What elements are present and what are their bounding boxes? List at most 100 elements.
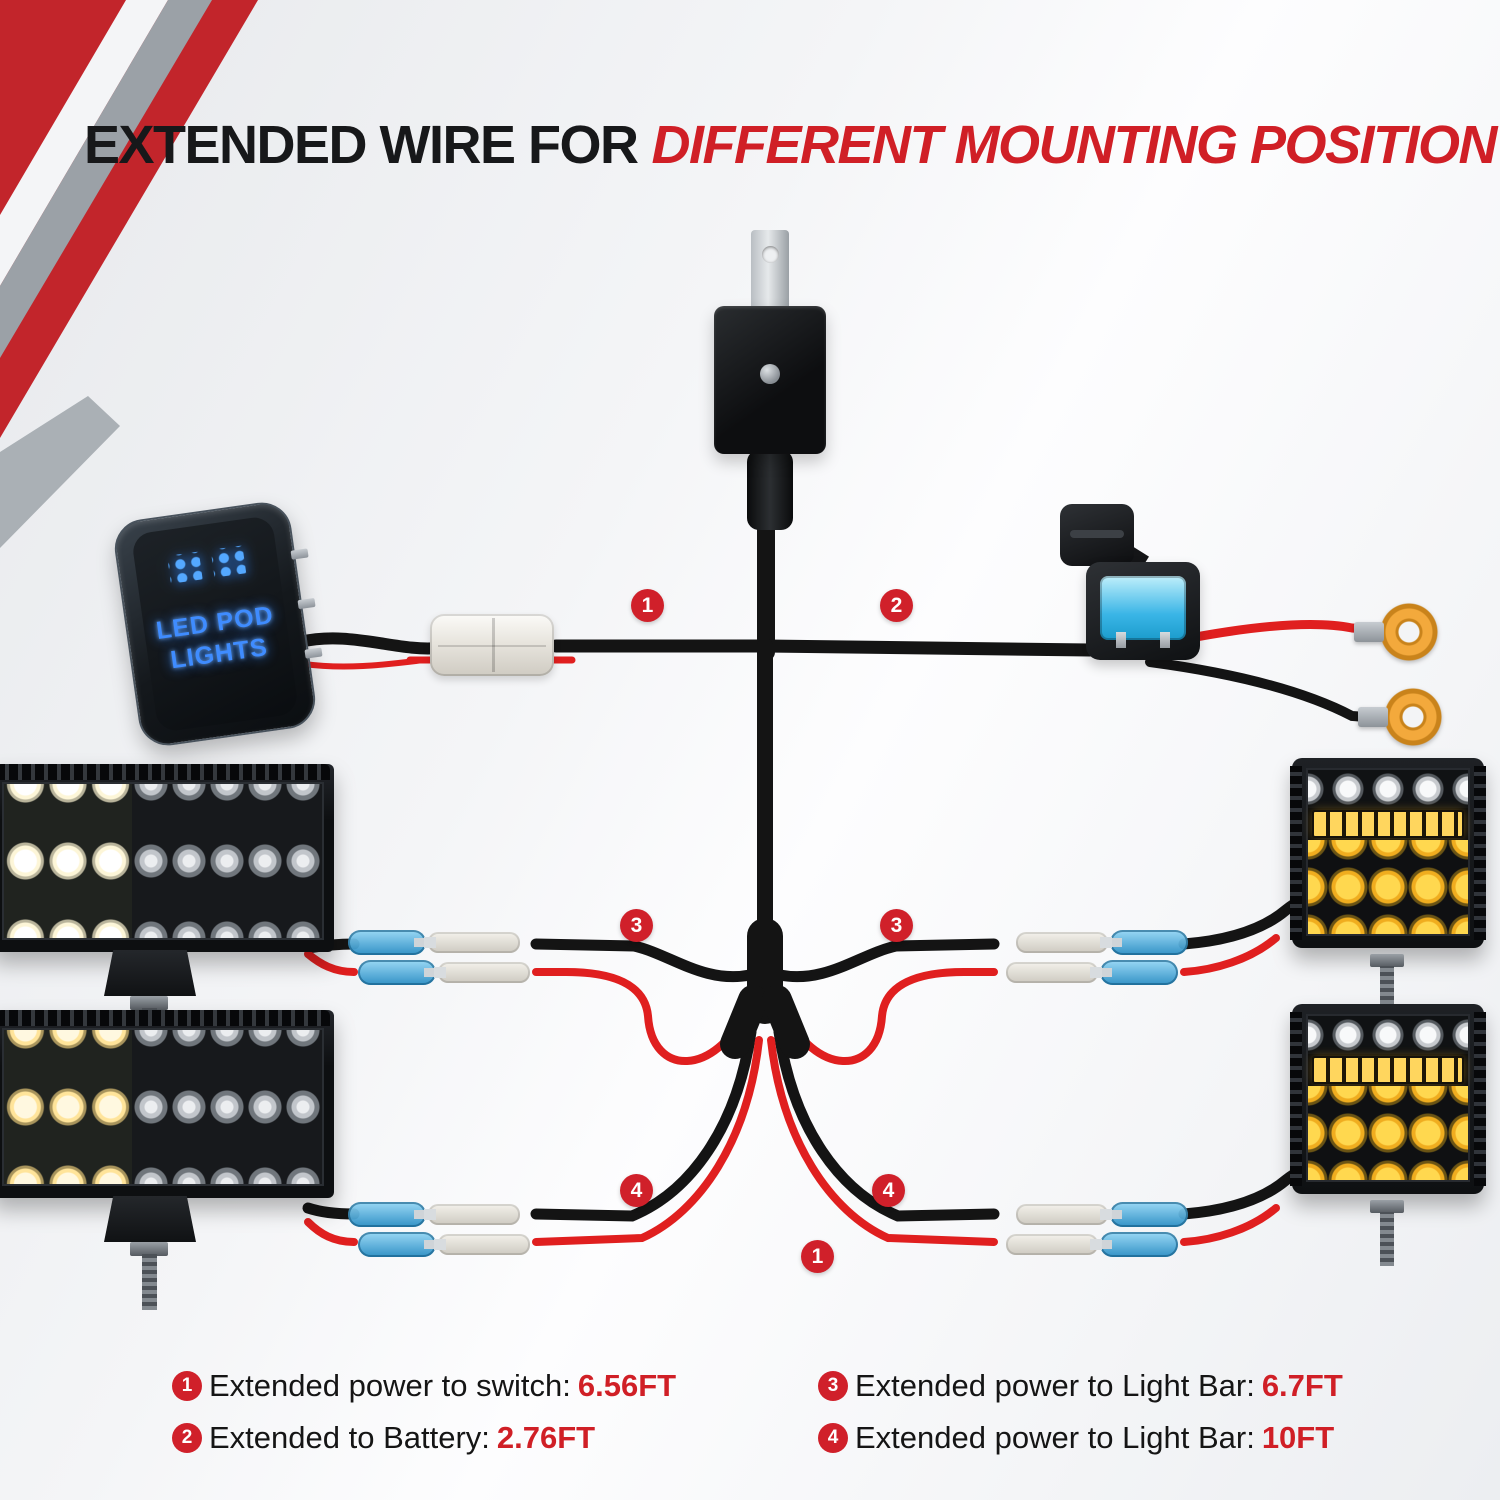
- bullet-connector-blue: [358, 960, 438, 985]
- marker-3-bar-right: 3: [880, 909, 913, 942]
- spade-terminal-white: [434, 1234, 530, 1255]
- pod-amber-strip: [1312, 810, 1464, 838]
- ring-terminal-negative: [1358, 688, 1442, 746]
- marker-4-bar2-right: 4: [872, 1174, 905, 1207]
- quick-connectors-pod2: [998, 1202, 1188, 1268]
- rocker-switch: LED POD LIGHTS: [111, 498, 323, 750]
- connector-body: [430, 614, 554, 676]
- led-dot-grid-icon: [167, 551, 203, 584]
- title-prefix: EXTENDED WIRE FOR: [84, 115, 639, 175]
- led-section-bright: [4, 1030, 132, 1184]
- pod-yellow-led-grid: [1308, 840, 1468, 934]
- led-light-bar-2: [0, 1010, 334, 1310]
- spade-terminal-white: [1016, 932, 1108, 953]
- legend-value-3: 6.7FT: [1261, 1368, 1343, 1403]
- spade-terminal-white: [424, 932, 520, 953]
- rocker-switch-face: LED POD LIGHTS: [130, 515, 300, 733]
- light-bar-leds: [2, 782, 324, 940]
- corner-gray-stripe: [0, 0, 212, 358]
- bullet-connector-blue: [1100, 960, 1178, 985]
- wire-connector-2pin: [430, 614, 554, 676]
- fuse-holder: [1060, 504, 1210, 669]
- legend: 1 Extended power to switch: 6.56FT 2 Ext…: [0, 1368, 1500, 1488]
- marker-1-power-to-switch: 1: [631, 589, 664, 622]
- spade-terminal-white: [424, 1204, 520, 1225]
- pod-white-led-row: [1308, 1016, 1468, 1054]
- light-bar-housing: [0, 1010, 334, 1198]
- relay-boot: [747, 450, 793, 530]
- fuse-cap: [1060, 504, 1134, 566]
- legend-badge-3: 3: [818, 1371, 848, 1401]
- heatsink-fins: [0, 764, 330, 780]
- legend-value-2: 2.76FT: [496, 1420, 596, 1455]
- relay-rivet: [760, 364, 780, 384]
- switch-label: LED POD LIGHTS: [154, 600, 280, 678]
- title-highlight: DIFFERENT MOUNTING POSITION: [651, 115, 1498, 175]
- pod-white-led-row: [1308, 770, 1468, 808]
- quick-connectors-bar1: [348, 930, 538, 996]
- heatsink-fins: [0, 1010, 330, 1026]
- relay: [712, 230, 828, 530]
- marker-1-main-power: 1: [801, 1240, 834, 1273]
- bullet-connector-blue: [358, 1232, 438, 1257]
- legend-label-4: Extended power to Light Bar:: [855, 1420, 1255, 1455]
- pod-leds: [1306, 768, 1470, 936]
- legend-label-3: Extended power to Light Bar:: [855, 1368, 1255, 1403]
- corner-decoration: [0, 0, 258, 548]
- led-pod-light-2: [1290, 1004, 1486, 1266]
- marker-4-bar2-left: 4: [620, 1174, 653, 1207]
- pod-leds: [1306, 1014, 1470, 1182]
- relay-blade-hole: [761, 246, 779, 263]
- harness-junction: [720, 918, 810, 1059]
- mounting-stud: [1380, 1212, 1394, 1266]
- bullet-connector-blue: [348, 1202, 428, 1227]
- corner-gray-band: [0, 396, 120, 548]
- black-wires: [294, 491, 1385, 1222]
- mounting-nut: [1370, 954, 1404, 967]
- legend-item-4: 4 Extended power to Light Bar: 10FT: [818, 1420, 1334, 1456]
- legend-value-1: 6.56FT: [577, 1368, 677, 1403]
- pod-housing: [1290, 1004, 1486, 1194]
- spade-terminal-white: [434, 962, 530, 983]
- legend-item-3: 3 Extended power to Light Bar: 6.7FT: [818, 1368, 1343, 1404]
- blade-fuse: [1100, 576, 1186, 648]
- legend-badge-4: 4: [818, 1423, 848, 1453]
- spade-terminal-white: [1016, 1204, 1108, 1225]
- pod-lights-icon: [167, 545, 247, 584]
- legend-label-1: Extended power to switch:: [209, 1368, 571, 1403]
- mounting-nut: [1370, 1200, 1404, 1213]
- red-wires: [301, 619, 1387, 1246]
- mounting-nut: [130, 996, 168, 1010]
- legend-badge-1: 1: [172, 1371, 202, 1401]
- marker-3-bar-left: 3: [620, 909, 653, 942]
- led-dot-grid-icon: [210, 545, 247, 578]
- light-bar-leds: [2, 1028, 324, 1186]
- mounting-bracket: [104, 950, 196, 996]
- legend-item-1: 1 Extended power to switch: 6.56FT: [172, 1368, 676, 1404]
- relay-body: [714, 306, 826, 454]
- pod-yellow-led-grid: [1308, 1086, 1468, 1180]
- mounting-stud: [142, 1254, 157, 1310]
- ring-terminal-positive: [1354, 603, 1438, 661]
- led-section-bright: [4, 784, 132, 938]
- fuse-holder-body: [1086, 562, 1200, 660]
- led-section-dim: [132, 784, 322, 938]
- bullet-connector-blue: [1110, 1202, 1188, 1227]
- pod-housing: [1290, 758, 1486, 948]
- legend-item-2: 2 Extended to Battery: 2.76FT: [172, 1420, 595, 1456]
- mounting-nut: [130, 1242, 168, 1256]
- led-pod-light-1: [1290, 758, 1486, 1020]
- quick-connectors-bar2: [348, 1202, 538, 1268]
- relay-blade-terminal: [751, 230, 789, 312]
- led-section-dim: [132, 1030, 322, 1184]
- mounting-bracket: [104, 1196, 196, 1242]
- marker-2-to-battery: 2: [880, 589, 913, 622]
- legend-label-2: Extended to Battery:: [209, 1420, 490, 1455]
- bullet-connector-blue: [1110, 930, 1188, 955]
- quick-connectors-pod1: [998, 930, 1188, 996]
- pod-amber-strip: [1312, 1056, 1464, 1084]
- light-bar-housing: [0, 764, 334, 952]
- bullet-connector-blue: [1100, 1232, 1178, 1257]
- legend-badge-2: 2: [172, 1423, 202, 1453]
